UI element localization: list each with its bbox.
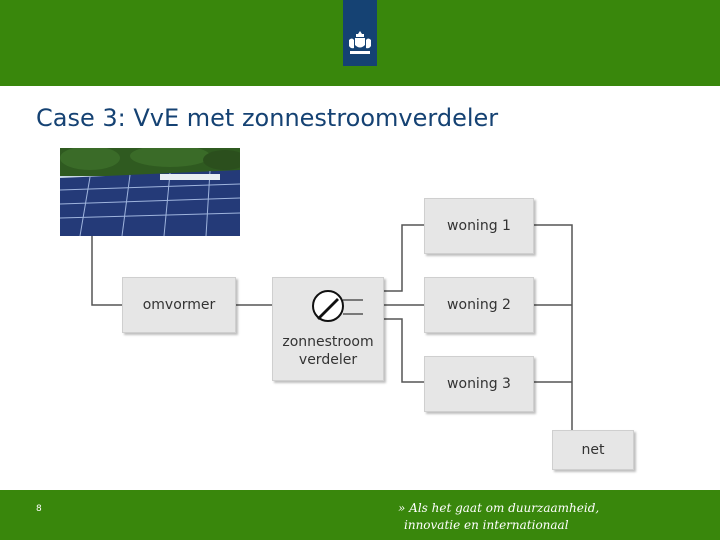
dwelling-box-1: woning 1 bbox=[424, 198, 534, 254]
meter-icon bbox=[312, 290, 363, 322]
converter-label: omvormer bbox=[142, 297, 216, 313]
grid-box: net bbox=[552, 430, 634, 470]
page-number: 8 bbox=[36, 504, 42, 514]
tagline-line-2: innovatie en internationaal bbox=[404, 518, 569, 532]
dwelling-box-3: woning 3 bbox=[424, 356, 534, 412]
distributor-label-line1: zonnestroom bbox=[282, 334, 374, 350]
government-logo bbox=[343, 0, 377, 66]
slide-title: Case 3: VvE met zonnestroomverdeler bbox=[36, 104, 499, 132]
dwelling-label-1: woning 1 bbox=[447, 218, 511, 234]
converter-box: omvormer bbox=[122, 277, 236, 333]
footer-band bbox=[0, 490, 720, 540]
dwelling-box-2: woning 2 bbox=[424, 277, 534, 333]
distributor-label-line2: verdeler bbox=[298, 352, 358, 368]
dwelling-label-3: woning 3 bbox=[447, 376, 511, 392]
distributor-label: zonnestroom verdeler bbox=[273, 333, 383, 369]
footer-tagline: » Als het gaat om duurzaamheid, innovati… bbox=[398, 500, 698, 534]
grid-label: net bbox=[581, 442, 605, 458]
crest-icon bbox=[349, 31, 371, 54]
distributor-box: zonnestroom verdeler bbox=[272, 277, 384, 381]
dwelling-label-2: woning 2 bbox=[447, 297, 511, 313]
solar-panels-photo bbox=[60, 148, 240, 236]
tagline-line-1: » Als het gaat om duurzaamheid, bbox=[398, 501, 600, 515]
